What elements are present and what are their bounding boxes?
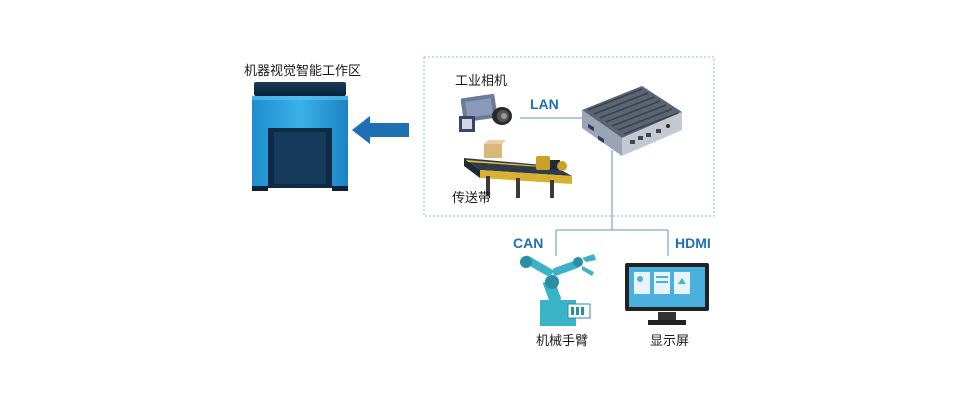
hdmi-label: HDMI	[675, 235, 711, 251]
workzone-gate-icon	[252, 82, 348, 191]
robot-arm-icon	[520, 254, 596, 326]
lan-label: LAN	[530, 96, 559, 112]
conveyor-icon	[464, 140, 572, 198]
robot-arm-label: 机械手臂	[536, 333, 589, 348]
monitor-icon	[625, 263, 709, 325]
workzone-label: 机器视觉智能工作区	[244, 63, 362, 78]
display-label: 显示屏	[650, 333, 690, 348]
can-label: CAN	[513, 235, 544, 251]
industrial-camera-icon	[459, 94, 512, 132]
industrial-pc-icon	[582, 86, 682, 156]
left-arrow-icon	[352, 116, 409, 144]
conveyor-label: 传送带	[452, 190, 492, 205]
camera-label: 工业相机	[455, 73, 508, 88]
